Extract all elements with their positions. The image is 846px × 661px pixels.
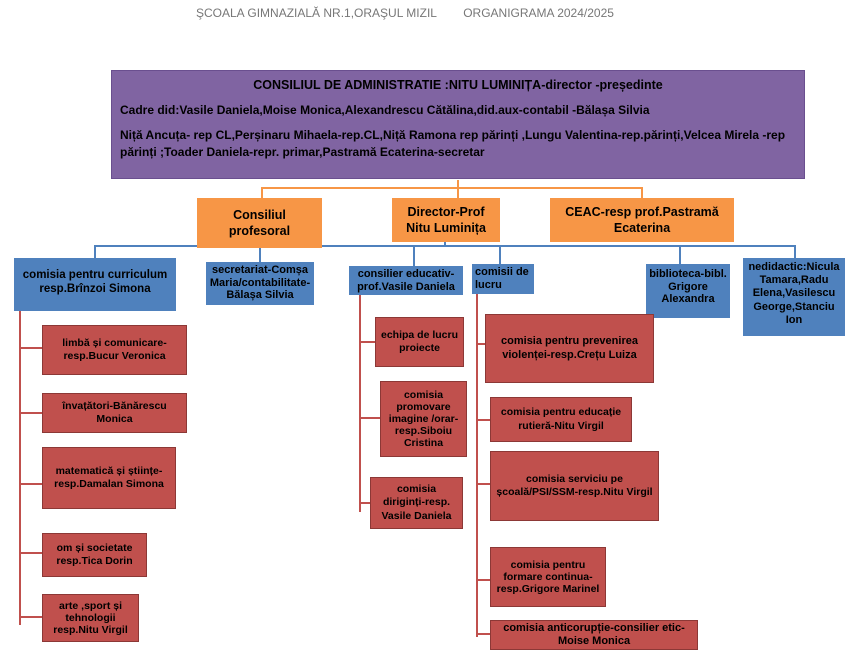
- chart-title: ORGANIGRAMA 2024/2025: [463, 6, 614, 20]
- project-team-box: echipa de lucru proiecte: [375, 317, 464, 367]
- school-service-psi-ssm-commission: comisia serviciu pe școală/PSI/SSM-resp.…: [490, 451, 659, 521]
- road-safety-commission: comisia pentru educație rutieră-Nitu Vir…: [490, 397, 632, 442]
- nonteaching-staff-box: nedidactic:Nicula Tamara,Radu Elena,Vasi…: [743, 258, 845, 336]
- man-society-commission: om și societate resp.Tica Dorin: [42, 533, 147, 577]
- school-name: ŞCOALA GIMNAZIALĂ NR.1,ORAŞUL MIZIL: [196, 6, 437, 20]
- director-box: Director-Prof Nitu Luminița: [392, 198, 500, 242]
- board-members-line-1: Cadre did:Vasile Daniela,Moise Monica,Al…: [120, 102, 650, 117]
- library-box: biblioteca-bibl. Grigore Alexandra: [646, 264, 730, 318]
- board-title: CONSILIUL DE ADMINISTRATIE :NITU LUMINIȚ…: [253, 78, 663, 92]
- class-masters-commission: comisia diriginți-resp. Vasile Daniela: [370, 477, 463, 529]
- violence-prevention-commission: comisia pentru prevenirea violenței-resp…: [485, 314, 654, 383]
- page-header: ŞCOALA GIMNAZIALĂ NR.1,ORAŞUL MIZIL ORGA…: [196, 6, 614, 20]
- curriculum-commission-box: comisia pentru curriculum resp.Brînzoi S…: [14, 258, 176, 311]
- arts-sport-tech-commission: arte ,sport și tehnologii resp.Nitu Virg…: [42, 594, 139, 642]
- secretariat-box: secretariat-Comșa Maria/contabilitate-Bă…: [206, 262, 314, 305]
- math-science-commission: matematică și științe-resp.Damalan Simon…: [42, 447, 176, 509]
- language-communication-commission: limbă și comunicare-resp.Bucur Veronica: [42, 325, 187, 375]
- continuous-training-commission: comisia pentru formare continua-resp.Gri…: [490, 547, 606, 607]
- primary-teachers-commission: învațători-Bănărescu Monica: [42, 393, 187, 433]
- anticorruption-commission: comisia anticorupție-consilier etic-Mois…: [490, 620, 698, 650]
- board-members-line-2: Niță Ancuța- rep CL,Perșinaru Mihaela-re…: [120, 127, 786, 160]
- administration-board: CONSILIUL DE ADMINISTRATIE :NITU LUMINIȚ…: [111, 70, 805, 179]
- work-commissions-box: comisii de lucru: [472, 264, 534, 294]
- image-promotion-commission: comisia promovare imagine /orar-resp.Sib…: [380, 381, 467, 457]
- teachers-council-box: Consiliul profesoral: [197, 198, 322, 248]
- educational-counselor-box: consilier educativ-prof.Vasile Daniela: [349, 266, 463, 295]
- ceac-box: CEAC-resp prof.Pastramă Ecaterina: [550, 198, 734, 242]
